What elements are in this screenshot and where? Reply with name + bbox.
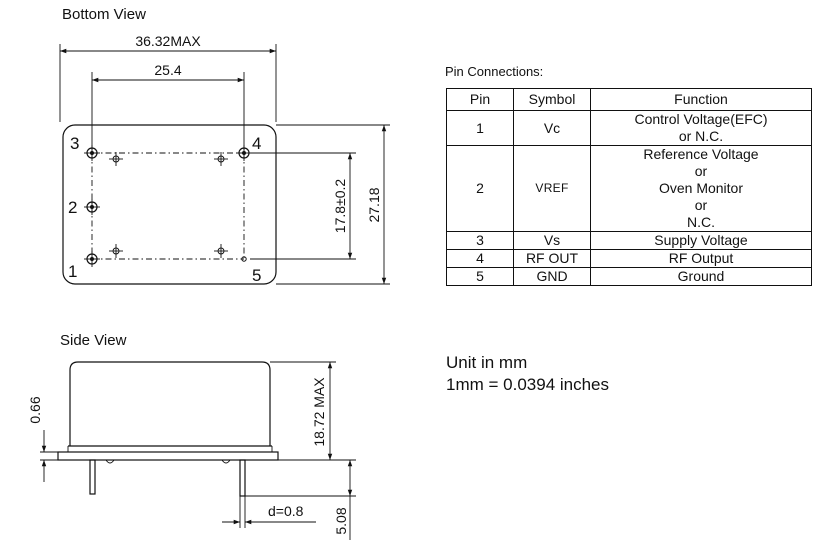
header-pin: Pin <box>446 88 514 111</box>
cell-symbol: Vs <box>513 231 591 250</box>
function-line: or N.C. <box>678 128 724 144</box>
table-header-row: Pin Symbol Function <box>446 88 812 111</box>
pin-vertical-label: 17.8±0.2 <box>332 179 348 234</box>
side-view-title: Side View <box>60 332 127 349</box>
function-line: RF Output <box>668 250 734 266</box>
function-line: or <box>694 197 708 213</box>
function-line: Ground <box>677 268 725 284</box>
function-line: or <box>694 163 708 179</box>
cell-symbol: VREF <box>513 145 591 232</box>
side-view-flange <box>57 451 279 461</box>
bottom-view-title: Bottom View <box>62 6 146 23</box>
bottom-view-outline <box>62 124 277 285</box>
pin-4-marker <box>236 145 252 161</box>
pin-diameter-label: d=0.8 <box>268 503 304 519</box>
pin-2-label: 2 <box>68 198 77 217</box>
standoff-marker <box>109 244 123 258</box>
cell-function: Supply Voltage <box>590 231 812 250</box>
cell-function: Ground <box>590 267 812 286</box>
cell-symbol: GND <box>513 267 591 286</box>
pin-spacing-label: 25.4 <box>154 62 181 78</box>
function-line: Reference Voltage <box>643 146 759 162</box>
pin-4-label: 4 <box>252 134 261 153</box>
cell-function: RF Output <box>590 249 812 268</box>
standoff-marker <box>214 152 228 166</box>
conversion-line: 1mm = 0.0394 inches <box>446 375 610 394</box>
pin-3-marker <box>84 145 100 161</box>
side-view-body <box>69 361 271 446</box>
cell-function: Reference Voltage or Oven Monitor or N.C… <box>590 145 812 232</box>
standoff-marker <box>214 244 228 258</box>
cell-pin: 5 <box>446 267 514 286</box>
cell-symbol: Vc <box>513 110 591 146</box>
pin-3-label: 3 <box>70 134 79 153</box>
flange-label: 0.66 <box>27 396 43 423</box>
table-row: 5 GND Ground <box>446 267 812 286</box>
overall-width-label: 36.32MAX <box>135 33 201 49</box>
pin-connections-table: Pin Symbol Function 1 Vc Control Voltage… <box>446 88 812 286</box>
pin-length-label: 5.08 <box>333 507 349 534</box>
cell-function: Control Voltage(EFC) or N.C. <box>590 110 812 146</box>
cell-pin: 2 <box>446 145 514 232</box>
header-function: Function <box>590 88 812 111</box>
cell-pin: 3 <box>446 231 514 250</box>
pin-5-marker <box>241 256 247 262</box>
table-row: 4 RF OUT RF Output <box>446 249 812 268</box>
function-line: Oven Monitor <box>658 180 744 196</box>
pin-1-marker <box>84 251 100 267</box>
pin-1-label: 1 <box>68 262 77 281</box>
body-height-label: 18.72 MAX <box>311 377 327 447</box>
pin-5-label: 5 <box>252 266 261 285</box>
table-row: 2 VREF Reference Voltage or Oven Monitor… <box>446 145 812 232</box>
units-line: Unit in mm <box>446 353 528 372</box>
function-line: Control Voltage(EFC) <box>634 111 768 127</box>
overall-height-label: 27.18 <box>366 187 382 222</box>
table-row: 1 Vc Control Voltage(EFC) or N.C. <box>446 110 812 146</box>
header-symbol: Symbol <box>513 88 591 111</box>
cell-pin: 1 <box>446 110 514 146</box>
function-line: N.C. <box>687 214 715 230</box>
standoff-bump <box>105 459 115 464</box>
standoff-marker <box>109 152 123 166</box>
side-pin-left <box>89 459 96 495</box>
table-row: 3 Vs Supply Voltage <box>446 231 812 250</box>
function-line: Supply Voltage <box>654 232 748 248</box>
standoff-bump <box>221 459 231 464</box>
cell-symbol: RF OUT <box>513 249 591 268</box>
side-pin-right <box>239 459 246 497</box>
pin-2-marker <box>84 199 100 215</box>
pin-connections-title: Pin Connections: <box>445 64 544 79</box>
cell-pin: 4 <box>446 249 514 268</box>
units-note: Unit in mm 1mm = 0.0394 inches <box>446 352 609 396</box>
